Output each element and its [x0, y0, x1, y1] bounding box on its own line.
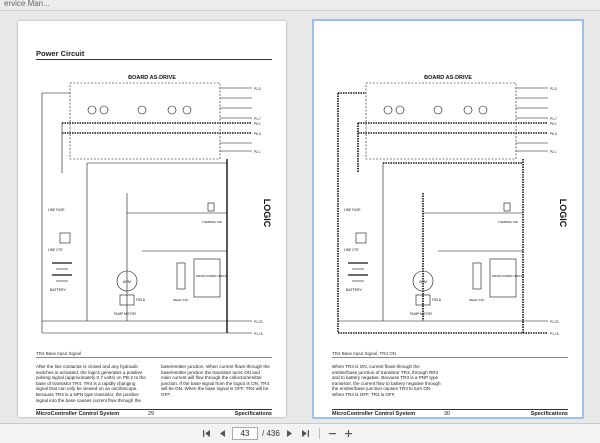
next-page-icon[interactable] — [284, 428, 296, 440]
prev-page-icon[interactable] — [216, 428, 228, 440]
page-total: / 436 — [262, 429, 280, 438]
p1-15-label: P1-15 — [550, 332, 559, 336]
document-viewer[interactable]: Power Circuit — [0, 11, 600, 423]
pump-motor-label: PUMP MOTOR — [410, 312, 433, 316]
footer-page-number: 30 — [444, 411, 451, 417]
board-label: BOARD AS-DRIVE — [128, 75, 176, 81]
line-ctr-label: LINE CTR — [48, 248, 63, 252]
p2-1-label: P2-1 — [254, 150, 261, 154]
p1-7-label: P1-7 — [550, 117, 557, 121]
zoom-in-icon[interactable] — [343, 428, 355, 440]
thermal-sw-label: THERMAL SW — [202, 220, 222, 224]
circuit-diagram: BOARD AS-DRIVE LOGIC BATTERY LINE FUSE L… — [337, 75, 568, 336]
p2-1-label: P2-1 — [550, 150, 557, 154]
circuit-diagram: BOARD AS-DRIVE LOGIC BATTERY LINE FUSE L… — [41, 75, 272, 336]
battery-label: BATTERY — [346, 288, 362, 292]
logic-label: LOGIC — [262, 199, 272, 228]
thermal-sw-label: THERMAL SW — [498, 220, 518, 224]
p1-3-label: P1-3 — [254, 87, 261, 91]
footer-right: Specifications — [234, 411, 272, 417]
page-left: Power Circuit — [18, 21, 286, 417]
arm-label: ARM — [123, 280, 131, 284]
head-cap-label: HEAD CAP — [469, 298, 484, 302]
zoom-out-icon[interactable] — [327, 428, 339, 440]
toolbar-separator — [318, 428, 320, 439]
footer-left: MicroController Control System — [332, 411, 416, 417]
logic-label: LOGIC — [558, 199, 568, 228]
p1-20-label: P1-20 — [550, 320, 559, 324]
head-cap-label: HEAD CAP — [173, 298, 188, 302]
p1-20-label: P1-20 — [254, 320, 263, 324]
field-label: FIELD — [136, 298, 146, 302]
line-ctr-label: LINE CTR — [344, 248, 359, 252]
board-label: BOARD AS-DRIVE — [424, 75, 472, 81]
window-title: ervice Man... — [4, 0, 50, 8]
last-page-icon[interactable] — [300, 428, 312, 440]
page-title: Power Circuit — [36, 49, 85, 58]
body-text-col1: After the line contactor is closed and a… — [36, 364, 146, 403]
field-label: FIELD — [432, 298, 442, 302]
p6-1-label: P6-1 — [550, 122, 557, 126]
body-text-col2: base/emitter junction. When current flow… — [161, 364, 270, 397]
first-page-icon[interactable] — [200, 428, 212, 440]
p6-3-label: P6-3 — [254, 132, 261, 136]
page-number-input[interactable] — [232, 427, 258, 440]
footer-left: MicroController Control System — [36, 411, 120, 417]
drive-power-label: DRIVE POWER CIRCUIT — [196, 274, 228, 278]
drive-power-label: DRIVE POWER CIRCUIT — [492, 274, 524, 278]
page-navigation-toolbar: / 436 — [0, 423, 600, 443]
figure-caption: TR4 Base Input Signal, TR4 ON — [332, 351, 396, 356]
p1-7-label: P1-7 — [254, 117, 261, 121]
body-text-col1: When TR4 is ON, current flows through th… — [332, 364, 441, 397]
arm-label: ARM — [419, 280, 427, 284]
p6-3-label: P6-3 — [550, 132, 557, 136]
window-titlebar: ervice Man... — [0, 0, 600, 11]
pump-motor-label: PUMP MOTOR — [114, 312, 137, 316]
title-rule — [36, 59, 272, 60]
caption-rule — [332, 357, 568, 358]
footer-right: Specifications — [530, 411, 568, 417]
p1-3-label: P1-3 — [550, 87, 557, 91]
figure-caption: TR4 Base Input Signal — [36, 351, 82, 356]
footer-rule — [36, 409, 272, 410]
line-fuse-label: LINE FUSE — [344, 208, 360, 212]
p6-1-label: P6-1 — [254, 122, 261, 126]
footer-rule — [332, 409, 568, 410]
p1-15-label: P1-15 — [254, 332, 263, 336]
footer-page-number: 29 — [148, 411, 155, 417]
battery-label: BATTERY — [50, 288, 66, 292]
line-fuse-label: LINE FUSE — [48, 208, 64, 212]
page-nav-group: / 436 — [200, 427, 355, 440]
page-right: BOARD AS-DRIVE LOGIC BATTERY LINE FUSE L… — [312, 19, 584, 419]
caption-rule — [36, 357, 272, 358]
